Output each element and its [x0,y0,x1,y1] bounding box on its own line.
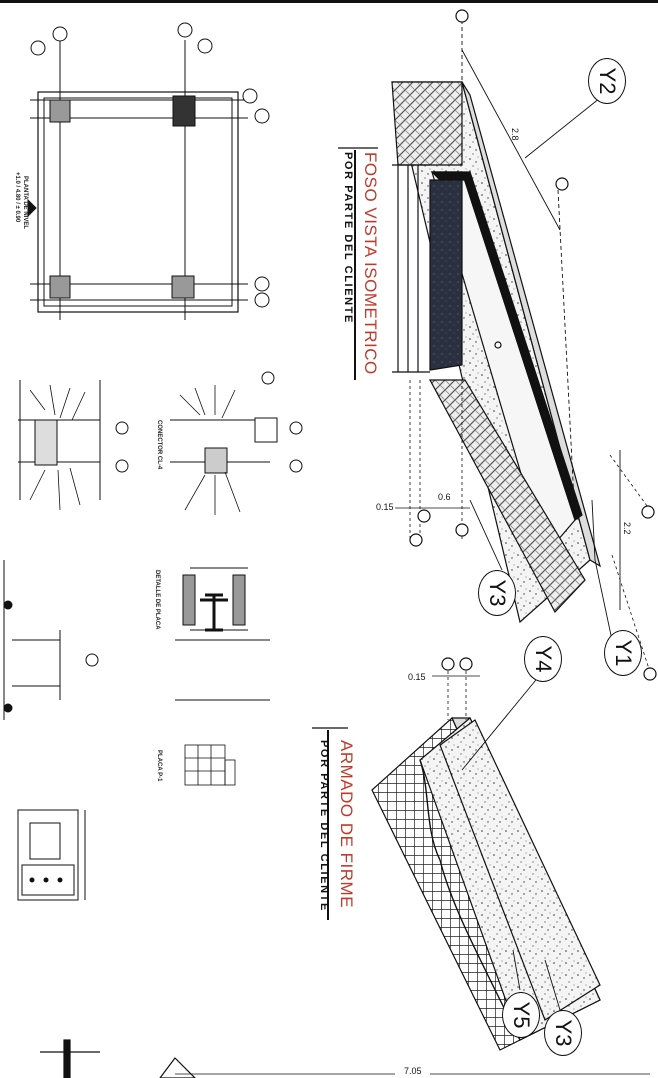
note-planta: PLANTA DE NIVEL [22,176,28,230]
dim-2-2: 2.2 [622,522,632,535]
plate-detail [3,560,270,720]
bottom-left-marks [40,1039,650,1078]
sheet-top-border [0,0,658,3]
callout-y3-foso: Y3 [478,570,516,616]
note-placa: PLACA P-1 [156,750,162,782]
dim-0-6: 0.6 [438,492,451,502]
armado-subtitle: POR PARTE DEL CLIENTE [318,740,330,912]
dim-0-15-b: 0.15 [408,672,426,682]
foso-subtitle: POR PARTE DEL CLIENTE [342,152,354,324]
armado-isometric [371,657,601,1051]
connector-detail-a [18,380,129,511]
callout-y3-armado: Y3 [544,1010,582,1056]
plan-view [27,22,270,320]
dim-2-8: 2.8 [510,128,520,141]
foso-title-block: FOSO VISTA ISOMETRICO [360,152,380,375]
note-planta-ref: +1.0 / 4.80 / ± 0.90 [14,172,20,223]
foso-title: FOSO VISTA ISOMETRICO [361,152,380,375]
callout-y1: Y1 [604,630,642,676]
callout-y5: Y5 [502,992,540,1038]
note-detalle: DETALLE DE PLACA [154,570,160,630]
foso-title-rule [338,147,378,380]
armado-subtitle-block: POR PARTE DEL CLIENTE [318,740,334,912]
armado-title-block: ARMADO DE FIRME [336,740,356,908]
armado-title-rule [312,727,348,920]
note-connector: CONECTOR CL-4 [156,420,162,470]
base-plate-detail [17,809,86,901]
foso-isometric [391,9,657,681]
callout-y4: Y4 [524,636,562,682]
small-plate-grid [184,744,236,786]
callout-y2: Y2 [588,58,626,104]
foso-subtitle-block: POR PARTE DEL CLIENTE [342,152,358,324]
dim-7-05: 7.05 [404,1066,422,1076]
armado-title: ARMADO DE FIRME [337,740,356,909]
dim-0-15-a: 0.15 [376,502,394,512]
connector-detail-b [170,371,303,515]
